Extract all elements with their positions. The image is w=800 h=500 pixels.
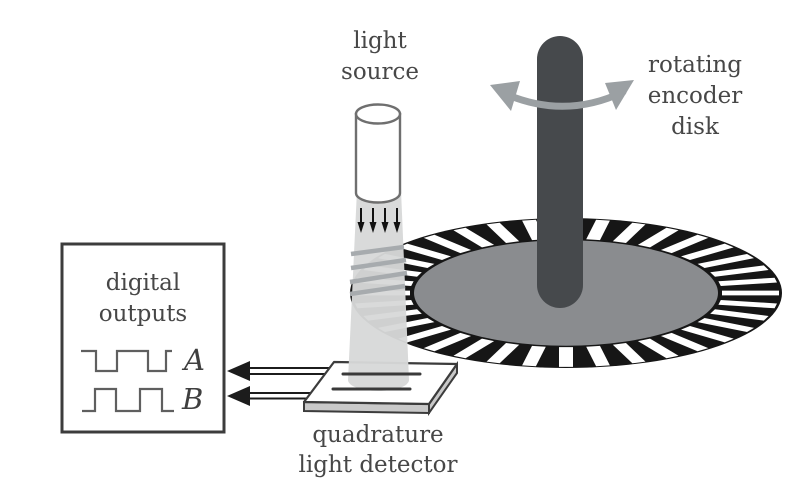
rotation-arrow xyxy=(490,80,634,111)
light-emission-arrows xyxy=(357,208,401,233)
rotation-arrowhead-left xyxy=(490,81,520,111)
disk-slot xyxy=(660,332,709,352)
disk-slot xyxy=(453,338,495,359)
rotation-arrowhead-right xyxy=(605,80,634,110)
encoder-shaft xyxy=(537,36,583,308)
quadrature-light-detector-label-line2: light detector xyxy=(298,452,458,478)
disk-slot xyxy=(612,343,646,364)
waveform-a xyxy=(81,349,172,373)
digital-outputs-label: digital outputs xyxy=(63,268,223,330)
light-source-cylinder xyxy=(354,103,402,204)
signal-arrow-a xyxy=(227,361,330,381)
disk-slot xyxy=(453,227,495,248)
disk-slot xyxy=(398,325,451,343)
digital-outputs-label-line2: outputs xyxy=(98,301,188,327)
signal-arrowhead-a xyxy=(227,361,250,381)
light-source-label-line1: light xyxy=(353,28,407,54)
disk-slot xyxy=(697,317,754,333)
digital-outputs-label-line1: digital xyxy=(105,270,181,296)
waveform-b xyxy=(82,387,174,413)
disk-slot xyxy=(486,222,520,243)
disk-slot xyxy=(586,219,610,241)
quadrature-light-detector-label: quadrature light detector xyxy=(266,420,490,480)
signal-arrowhead-b xyxy=(227,386,250,406)
light-source-label: light source xyxy=(318,26,442,88)
digital-outputs-box xyxy=(60,242,226,434)
output-b-label: B xyxy=(182,382,204,416)
disk-slot xyxy=(697,253,754,269)
rotating-encoder-disk-label: rotating encoder disk xyxy=(627,50,763,143)
disk-slot xyxy=(681,325,734,343)
cylinder-top xyxy=(354,103,402,125)
disk-slot xyxy=(660,234,709,254)
beam-slot-shadows xyxy=(349,244,408,297)
disk-slot xyxy=(398,243,451,261)
disk-slot xyxy=(612,222,646,243)
output-a-label: A xyxy=(184,343,205,377)
disk-slot xyxy=(710,309,769,321)
disk-slot xyxy=(718,277,778,286)
disk-slot xyxy=(718,300,778,309)
disk-slot xyxy=(423,332,472,352)
disk-slot xyxy=(586,345,610,367)
disk-slot xyxy=(423,234,472,254)
disk-slot xyxy=(681,243,734,261)
disk-slot xyxy=(637,338,679,359)
rotating-encoder-disk-label-line3: disk xyxy=(671,114,719,140)
light-source-label-line2: source xyxy=(341,59,419,85)
rotating-encoder-disk-label-line2: encoder xyxy=(647,83,743,109)
disk-slot xyxy=(486,343,520,364)
quadrature-light-detector-label-line1: quadrature xyxy=(312,422,444,448)
disk-slot xyxy=(522,345,546,367)
disk-slot xyxy=(710,265,769,277)
disk-slot xyxy=(637,227,679,248)
rotating-encoder-disk-label-line1: rotating xyxy=(648,52,742,78)
